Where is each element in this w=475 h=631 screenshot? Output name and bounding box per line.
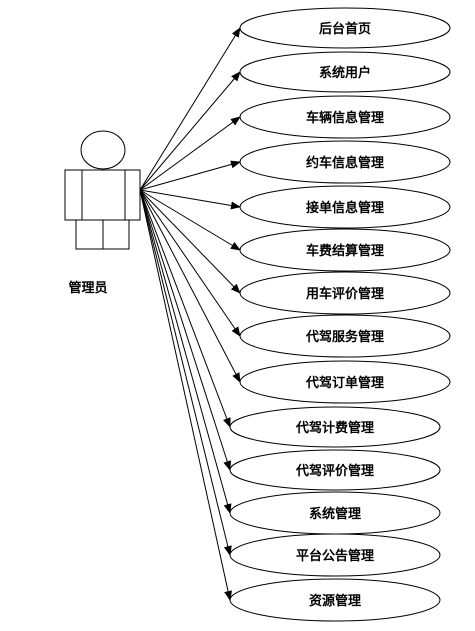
association-arrow: [139, 189, 232, 514]
use-case-label: 平台公告管理: [296, 548, 374, 564]
use-case-label: 代驾计费管理: [295, 420, 374, 436]
use-case: 平台公告管理: [229, 533, 441, 577]
use-case: 车辆信息管理: [239, 95, 451, 139]
use-case-label: 资源管理: [309, 593, 361, 609]
use-case-ellipse: [229, 406, 441, 448]
use-case-label: 代驾服务管理: [305, 329, 384, 345]
use-case: 代驾订单管理: [239, 360, 451, 404]
use-case-label: 约车信息管理: [306, 155, 384, 171]
use-case-ellipse: [239, 360, 451, 404]
use-case-label: 用车评价管理: [305, 286, 384, 302]
use-case: 代驾计费管理: [229, 406, 441, 448]
association-arrow: [139, 116, 241, 191]
use-case-ellipse: [239, 314, 451, 358]
use-case-ellipse: [239, 228, 451, 272]
use-case-label: 后台首页: [319, 21, 371, 37]
association-arrow: [139, 189, 232, 471]
use-case-label: 代驾评价管理: [295, 463, 374, 479]
use-case: 后台首页: [239, 7, 451, 49]
use-case-label: 代驾订单管理: [305, 375, 384, 391]
association-arrow: [139, 189, 241, 294]
use-case: 车费结算管理: [239, 228, 451, 272]
association-arrow: [139, 189, 232, 601]
association-arrow: [139, 189, 241, 251]
association-arrow: [139, 189, 232, 556]
association-arrow: [139, 71, 241, 191]
association-arrow: [139, 189, 241, 337]
use-case-label: 系统管理: [309, 506, 361, 522]
use-case: 系统用户: [239, 51, 451, 93]
use-case-label: 车辆信息管理: [306, 110, 384, 126]
use-case-list: 后台首页系统用户车辆信息管理约车信息管理接单信息管理车费结算管理用车评价管理代驾…: [229, 7, 451, 622]
use-case: 资源管理: [229, 578, 441, 622]
association-arrow: [139, 160, 241, 191]
use-case: 代驾评价管理: [229, 449, 441, 491]
use-case: 接单信息管理: [239, 185, 451, 229]
use-case-label: 车费结算管理: [306, 243, 384, 259]
use-case-ellipse: [239, 271, 451, 315]
association-lines: [139, 27, 241, 601]
use-case-label: 接单信息管理: [306, 200, 384, 216]
use-case-ellipse: [229, 533, 441, 577]
use-case-ellipse: [239, 140, 451, 184]
use-case: 用车评价管理: [239, 271, 451, 315]
use-case-ellipse: [229, 578, 441, 622]
use-case-ellipse: [239, 7, 451, 49]
use-case-ellipse: [239, 51, 451, 93]
actor-label: 管理员: [68, 280, 107, 296]
actor-figure: [64, 130, 141, 250]
use-case-ellipse: [239, 95, 451, 139]
use-case-label: 系统用户: [319, 65, 371, 81]
association-arrow: [139, 189, 241, 210]
association-arrow: [139, 27, 241, 191]
association-arrow: [139, 189, 241, 383]
use-case-ellipse: [229, 449, 441, 491]
use-case: 代驾服务管理: [239, 314, 451, 358]
use-case-ellipse: [239, 185, 451, 229]
use-case: 约车信息管理: [239, 140, 451, 184]
association-arrow: [139, 189, 231, 428]
use-case: 系统管理: [229, 491, 441, 535]
actor-head: [80, 130, 126, 170]
actor-body: [64, 169, 141, 221]
